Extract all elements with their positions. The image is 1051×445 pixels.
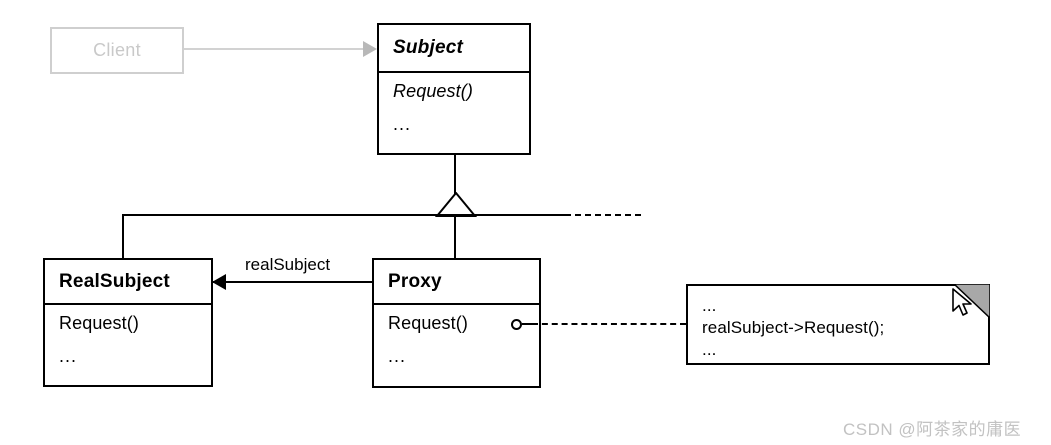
operation-realsubject-request: Request() <box>59 313 139 333</box>
class-name-client: Client <box>93 40 141 60</box>
association-line-proxy-realsubject <box>213 281 372 283</box>
generalization-stem-upper <box>454 155 456 194</box>
operation-subject-request: Request() <box>393 81 473 101</box>
arrowhead-client-to-subject <box>363 41 377 57</box>
operation-realsubject-ellipsis: ... <box>59 345 78 366</box>
compartment-operations-proxy: Request() ... <box>374 305 539 386</box>
compartment-operations-subject: Request() ... <box>379 73 529 153</box>
association-role-label-realsubject: realSubject <box>245 255 331 274</box>
note-line-3: ... <box>702 339 717 359</box>
class-name-proxy: Proxy <box>388 270 442 292</box>
watermark-text: CSDN @阿茶家的庸医 <box>843 420 1022 439</box>
generalization-stem-realsubject <box>122 214 124 259</box>
compartment-name-subject: Subject <box>379 25 529 73</box>
note-link-dashed-line <box>532 323 686 325</box>
operation-proxy-ellipsis: ... <box>388 345 407 366</box>
note-line-1: ... <box>702 296 717 315</box>
class-box-realsubject[interactable]: RealSubject Request() ... <box>43 258 213 387</box>
class-box-subject[interactable]: Subject Request() ... <box>377 23 531 155</box>
generalization-bar-dashed-continuation <box>565 214 641 216</box>
class-name-subject: Subject <box>393 37 464 58</box>
compartment-operations-realsubject: Request() ... <box>45 305 211 385</box>
class-name-realsubject: RealSubject <box>59 270 170 292</box>
arrowhead-proxy-to-realsubject <box>212 274 226 290</box>
class-box-client[interactable]: Client <box>50 27 184 74</box>
compartment-name-realsubject: RealSubject <box>45 260 211 305</box>
generalization-bar <box>122 214 565 216</box>
operation-proxy-request: Request() <box>388 313 468 333</box>
note-line-2: realSubject->Request(); <box>702 317 885 337</box>
compartment-name-proxy: Proxy <box>374 260 539 305</box>
note-anchor-circle-icon <box>511 319 522 330</box>
operation-subject-ellipsis: ... <box>393 113 412 134</box>
note-anchor-stub <box>522 323 532 325</box>
mouse-cursor-icon <box>952 288 974 318</box>
generalization-stem-proxy <box>454 214 456 259</box>
note-box[interactable]: ... realSubject->Request(); ... <box>686 284 990 365</box>
association-line-client-subject <box>184 48 366 50</box>
